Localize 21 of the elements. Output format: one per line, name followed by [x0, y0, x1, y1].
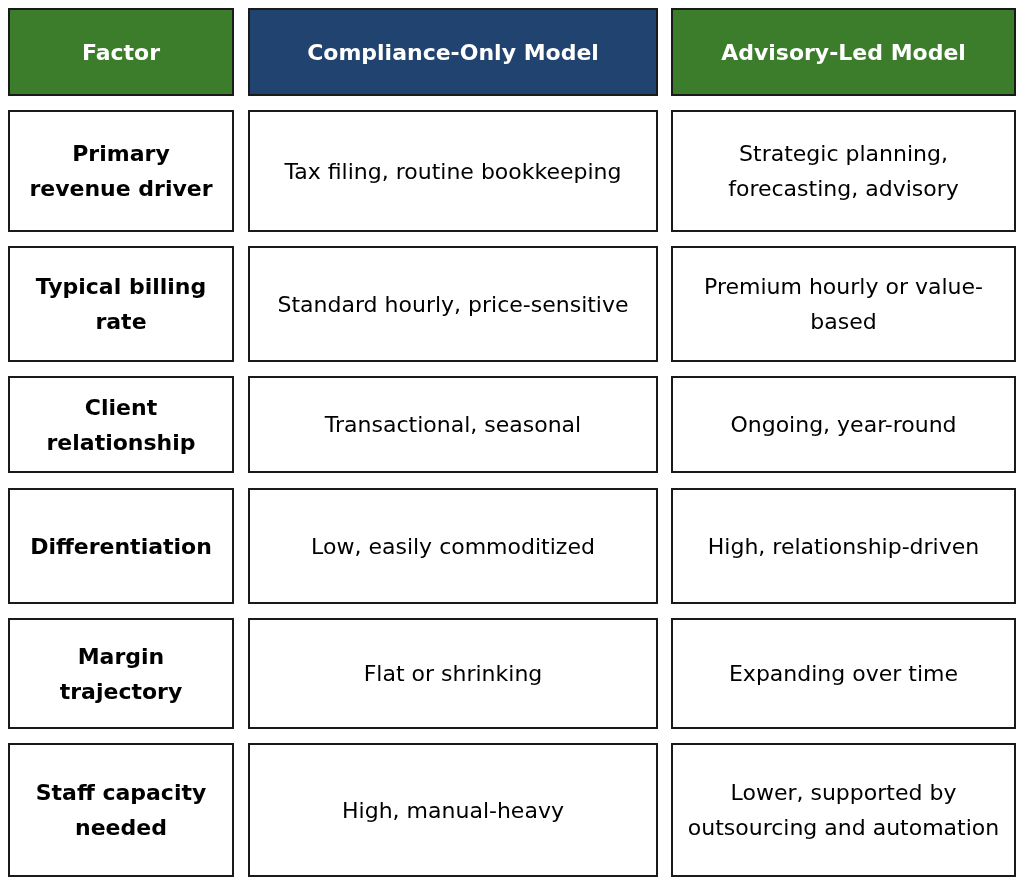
table-cell: Strategic planning, forecasting, advisory [671, 110, 1016, 232]
row-label-cell: Staff capacity needed [8, 743, 234, 877]
header-cell: Factor [8, 8, 234, 96]
table-cell: Low, easily commoditized [248, 488, 658, 604]
table-cell: Standard hourly, price-sensitive [248, 246, 658, 362]
row-label-cell: Differentiation [8, 488, 234, 604]
table-cell: Flat or shrinking [248, 618, 658, 729]
row-label-cell: Typical billing rate [8, 246, 234, 362]
table-cell: Lower, supported by outsourcing and automation [671, 743, 1016, 877]
table-cell: High, relationship-driven [671, 488, 1016, 604]
header-cell: Compliance-Only Model [248, 8, 658, 96]
row-label-cell: Client relationship [8, 376, 234, 473]
table-cell: Tax filing, routine bookkeeping [248, 110, 658, 232]
table-cell: Expanding over time [671, 618, 1016, 729]
header-cell: Advisory-Led Model [671, 8, 1016, 96]
table-cell: High, manual-heavy [248, 743, 658, 877]
table-cell: Transactional, seasonal [248, 376, 658, 473]
row-label-cell: Margin trajectory [8, 618, 234, 729]
row-label-cell: Primary revenue driver [8, 110, 234, 232]
table-cell: Ongoing, year-round [671, 376, 1016, 473]
table-cell: Premium hourly or value-based [671, 246, 1016, 362]
